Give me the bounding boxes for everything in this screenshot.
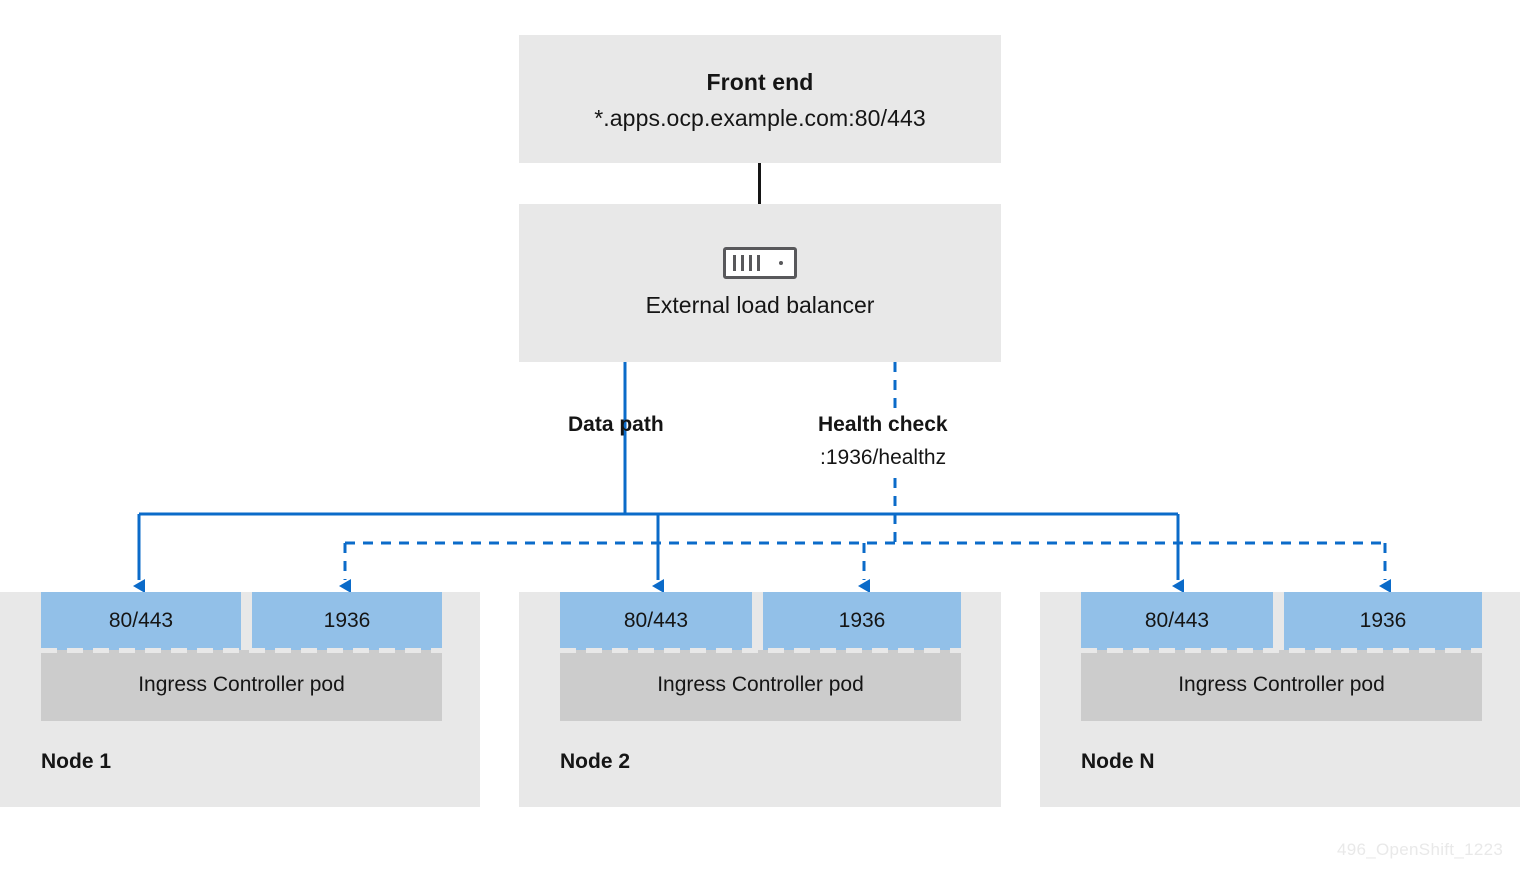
node-name-label: Node N xyxy=(1081,750,1155,773)
node-box-2: 80/443 1936 Ingress Controller pod Node … xyxy=(519,592,1001,807)
front-end-box: Front end *.apps.ocp.example.com:80/443 xyxy=(519,35,1001,163)
health-check-detail: :1936/healthz xyxy=(820,446,947,469)
port-label: 80/443 xyxy=(108,609,174,632)
port-box-80-443-node-n: 80/443 xyxy=(1081,592,1273,650)
port-label: 80/443 xyxy=(1144,609,1210,632)
node-name-label: Node 2 xyxy=(560,750,631,773)
health-check-label: Health check xyxy=(818,413,948,436)
port-box-1936-node-1: 1936 xyxy=(252,592,442,650)
pod-port-separator xyxy=(560,648,961,653)
ingress-controller-pod-node-2: Ingress Controller pod xyxy=(560,650,961,721)
pod-label: Ingress Controller pod xyxy=(1178,673,1385,696)
data-path-label: Data path xyxy=(568,413,664,436)
watermark: 496_OpenShift_1223 xyxy=(1337,840,1504,859)
node-name-label: Node 1 xyxy=(41,750,112,773)
pod-port-separator xyxy=(41,648,442,653)
port-box-1936-node-2: 1936 xyxy=(763,592,961,650)
front-end-title: Front end xyxy=(706,69,814,95)
frontend-to-lb-connector xyxy=(758,163,761,204)
ingress-controller-pod-node-n: Ingress Controller pod xyxy=(1081,650,1482,721)
node-box-n: 80/443 1936 Ingress Controller pod Node … xyxy=(1040,592,1520,807)
node-box-1: 80/443 1936 Ingress Controller pod Node … xyxy=(0,592,480,807)
port-box-80-443-node-1: 80/443 xyxy=(41,592,241,650)
external-load-balancer-label: External load balancer xyxy=(645,292,875,318)
external-load-balancer-box: External load balancer xyxy=(519,204,1001,362)
pod-label: Ingress Controller pod xyxy=(138,673,345,696)
pod-port-separator xyxy=(1081,648,1482,653)
front-end-subtitle: *.apps.ocp.example.com:80/443 xyxy=(594,105,926,131)
port-label: 1936 xyxy=(323,609,371,632)
port-box-1936-node-n: 1936 xyxy=(1284,592,1482,650)
port-label: 80/443 xyxy=(623,609,689,632)
server-icon xyxy=(723,247,797,279)
ingress-controller-pod-node-1: Ingress Controller pod xyxy=(41,650,442,721)
port-box-80-443-node-2: 80/443 xyxy=(560,592,752,650)
pod-label: Ingress Controller pod xyxy=(657,673,864,696)
port-label: 1936 xyxy=(1359,609,1407,632)
port-label: 1936 xyxy=(838,609,886,632)
